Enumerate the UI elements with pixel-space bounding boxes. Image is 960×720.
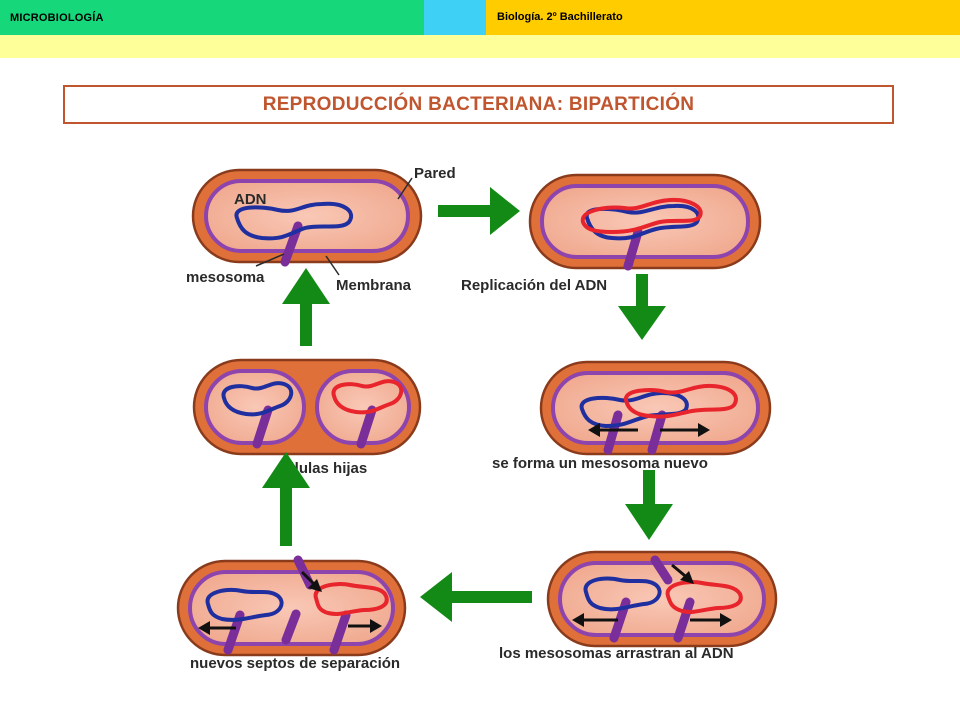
cell-initial <box>191 168 423 267</box>
dna-original <box>234 201 353 241</box>
cell-dna-separation <box>546 550 778 648</box>
label-replicacion: Replicación del ADN <box>461 277 607 294</box>
label-pared: Pared <box>414 165 456 182</box>
header-green-block <box>0 0 424 35</box>
header-cyan-block <box>424 0 486 35</box>
header-orange-block <box>486 0 960 35</box>
label-arrastran: los mesosomas arrastran al ADN <box>499 645 734 662</box>
cell-replication <box>528 173 762 271</box>
arrow-up-1 <box>262 452 310 546</box>
arrow-left <box>420 572 532 622</box>
label-adn: ADN <box>234 191 267 208</box>
label-mesosoma: mesosoma <box>186 269 265 286</box>
course-label: Biología. 2º Bachillerato <box>497 11 623 23</box>
arrow-right <box>438 187 520 235</box>
arrow-up-2 <box>282 268 330 346</box>
arrow-down-1 <box>618 274 666 340</box>
label-membrana: Membrana <box>336 277 412 294</box>
header-yellow-strip <box>0 35 960 58</box>
cell-daughters <box>192 358 422 456</box>
page-title: REPRODUCCIÓN BACTERIANA: BIPARTICIÓN <box>262 93 695 115</box>
subject-label: MICROBIOLOGÍA <box>10 12 104 24</box>
cell-septa <box>176 555 407 657</box>
title-box: REPRODUCCIÓN BACTERIANA: BIPARTICIÓN <box>63 85 894 124</box>
header-bar: MICROBIOLOGÍA Biología. 2º Bachillerato <box>0 0 960 58</box>
arrow-down-2 <box>625 470 673 540</box>
label-septos: nuevos septos de separación <box>190 655 400 672</box>
cell-new-mesosome <box>539 360 772 456</box>
label-hijas: células hijas <box>278 460 367 477</box>
label-nuevo-mesosoma: se forma un mesosoma nuevo <box>492 455 708 472</box>
